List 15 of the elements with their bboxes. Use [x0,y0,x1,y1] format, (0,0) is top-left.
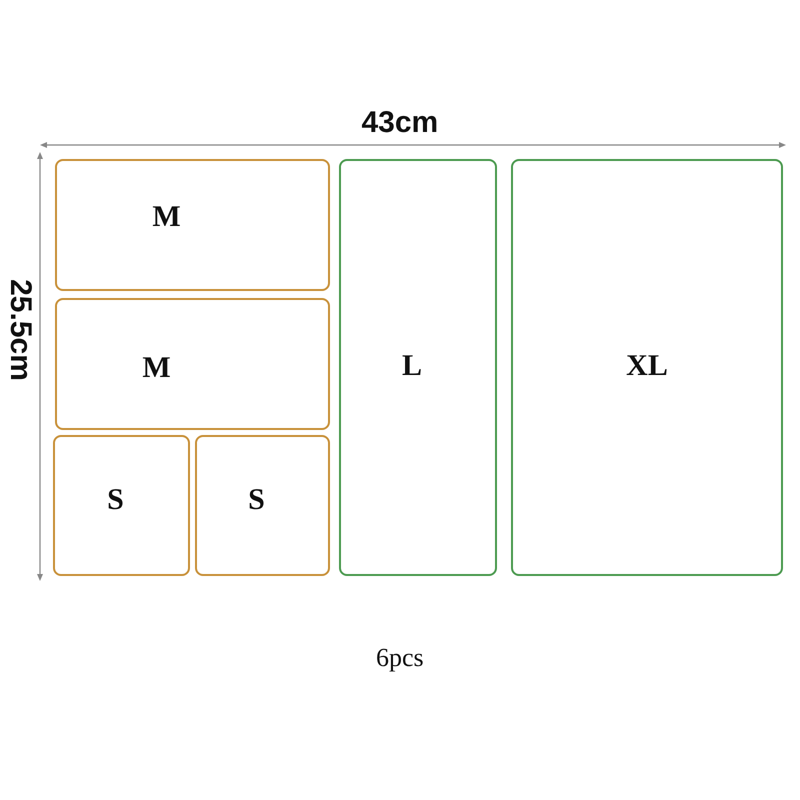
size-label: S [107,482,124,516]
panel-outline [195,435,330,576]
panel-outline [55,159,330,291]
height-dimension: 25.5cm [2,279,37,381]
panel-outline [339,159,497,576]
width-dimension: 43cm [362,106,438,140]
panel-outline [511,159,783,576]
panel-outline [55,298,330,430]
size-label: M [142,351,171,385]
size-label: M [152,200,181,234]
quantity-note: 6pcs [376,643,424,673]
size-label: XL [626,348,668,382]
size-label: L [402,348,422,382]
panel-outline [53,435,190,576]
size-label: S [248,482,265,516]
